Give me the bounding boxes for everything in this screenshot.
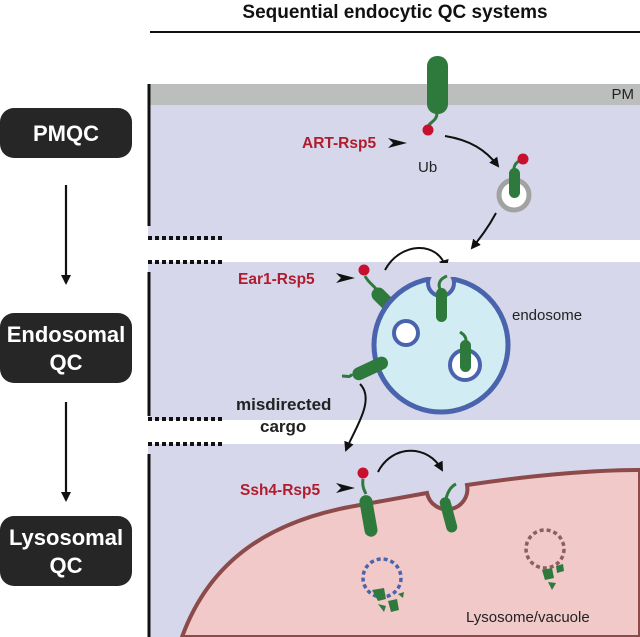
misdirected-label-line2: cargo — [260, 417, 306, 436]
stage-endosomal-box: Endosomal QC — [0, 313, 132, 383]
misdirected-cargo-protein — [352, 356, 389, 381]
vesicle-ubiquitin — [517, 153, 529, 165]
endosome-label: endosome — [512, 307, 582, 324]
misdirected-label-line1: misdirected — [236, 395, 331, 414]
ssh4-rsp5-label: Ssh4-Rsp5 — [240, 482, 320, 499]
cargo-fragment — [372, 588, 386, 601]
stage-endosomal-label-line1: Endosomal — [7, 322, 126, 347]
cargo-protein-lysosomal — [359, 495, 378, 537]
ear1-rsp5-label: Ear1-Rsp5 — [238, 271, 315, 288]
stage-endosomal-label-line2: QC — [50, 350, 83, 375]
invaginating-cargo — [439, 497, 458, 533]
vacuolar-sorting-arrow — [377, 449, 443, 473]
ubiquitin-dot — [357, 467, 369, 479]
stage-lysosomal-box: Lysosomal QC — [0, 516, 132, 586]
cargo-fragment — [398, 592, 404, 598]
cargo-fragment — [556, 564, 564, 573]
degrading-vesicle — [524, 528, 566, 570]
stage-lysosomal-label-line2: QC — [50, 553, 83, 578]
ear1-rsp5-pointer — [336, 273, 355, 283]
diagram-title: Sequential endocytic QC systems — [242, 2, 547, 23]
plasma-membrane — [148, 84, 640, 105]
internalization-arrow — [444, 135, 500, 168]
cargo-fragment — [542, 568, 554, 580]
ubiquitin-dot — [422, 124, 434, 136]
ilv-cargo-tail — [459, 330, 468, 342]
misdirected-arrow — [344, 383, 367, 452]
cargo-fragment — [548, 582, 556, 590]
cargo-fragment — [388, 599, 399, 612]
stage-lysosomal-label-line1: Lysosomal — [9, 525, 123, 550]
cargo-tail — [361, 478, 368, 495]
pm-label: PM — [612, 86, 635, 103]
ubiquitin-dot — [358, 264, 370, 276]
art-rsp5-label: ART-Rsp5 — [302, 135, 376, 152]
endosome-surface-mask — [426, 263, 456, 277]
ub-label: Ub — [418, 159, 437, 176]
invaginating-cargo-tail — [444, 482, 457, 500]
ssh4-rsp5-pointer — [336, 483, 355, 493]
ilv-cargo — [460, 340, 471, 372]
cargo-protein-membrane — [427, 56, 448, 114]
vesicle-to-endosome-arrow — [470, 212, 497, 250]
cargo-fragment — [378, 604, 386, 612]
budding-cargo-tail — [437, 274, 448, 290]
stage-pmqc-label: PMQC — [33, 121, 99, 146]
intraluminal-vesicle — [392, 319, 420, 347]
budding-cargo — [436, 288, 447, 322]
pmqc-panel — [148, 84, 640, 240]
art-rsp5-pointer — [388, 138, 407, 148]
stage-pmqc-box: PMQC — [0, 108, 132, 158]
cargo-tail — [341, 373, 354, 378]
vesicle-cargo — [509, 168, 520, 198]
lysosome-label: Lysosome/vacuole — [466, 609, 590, 626]
endosomal-sorting-arrow — [384, 247, 449, 271]
